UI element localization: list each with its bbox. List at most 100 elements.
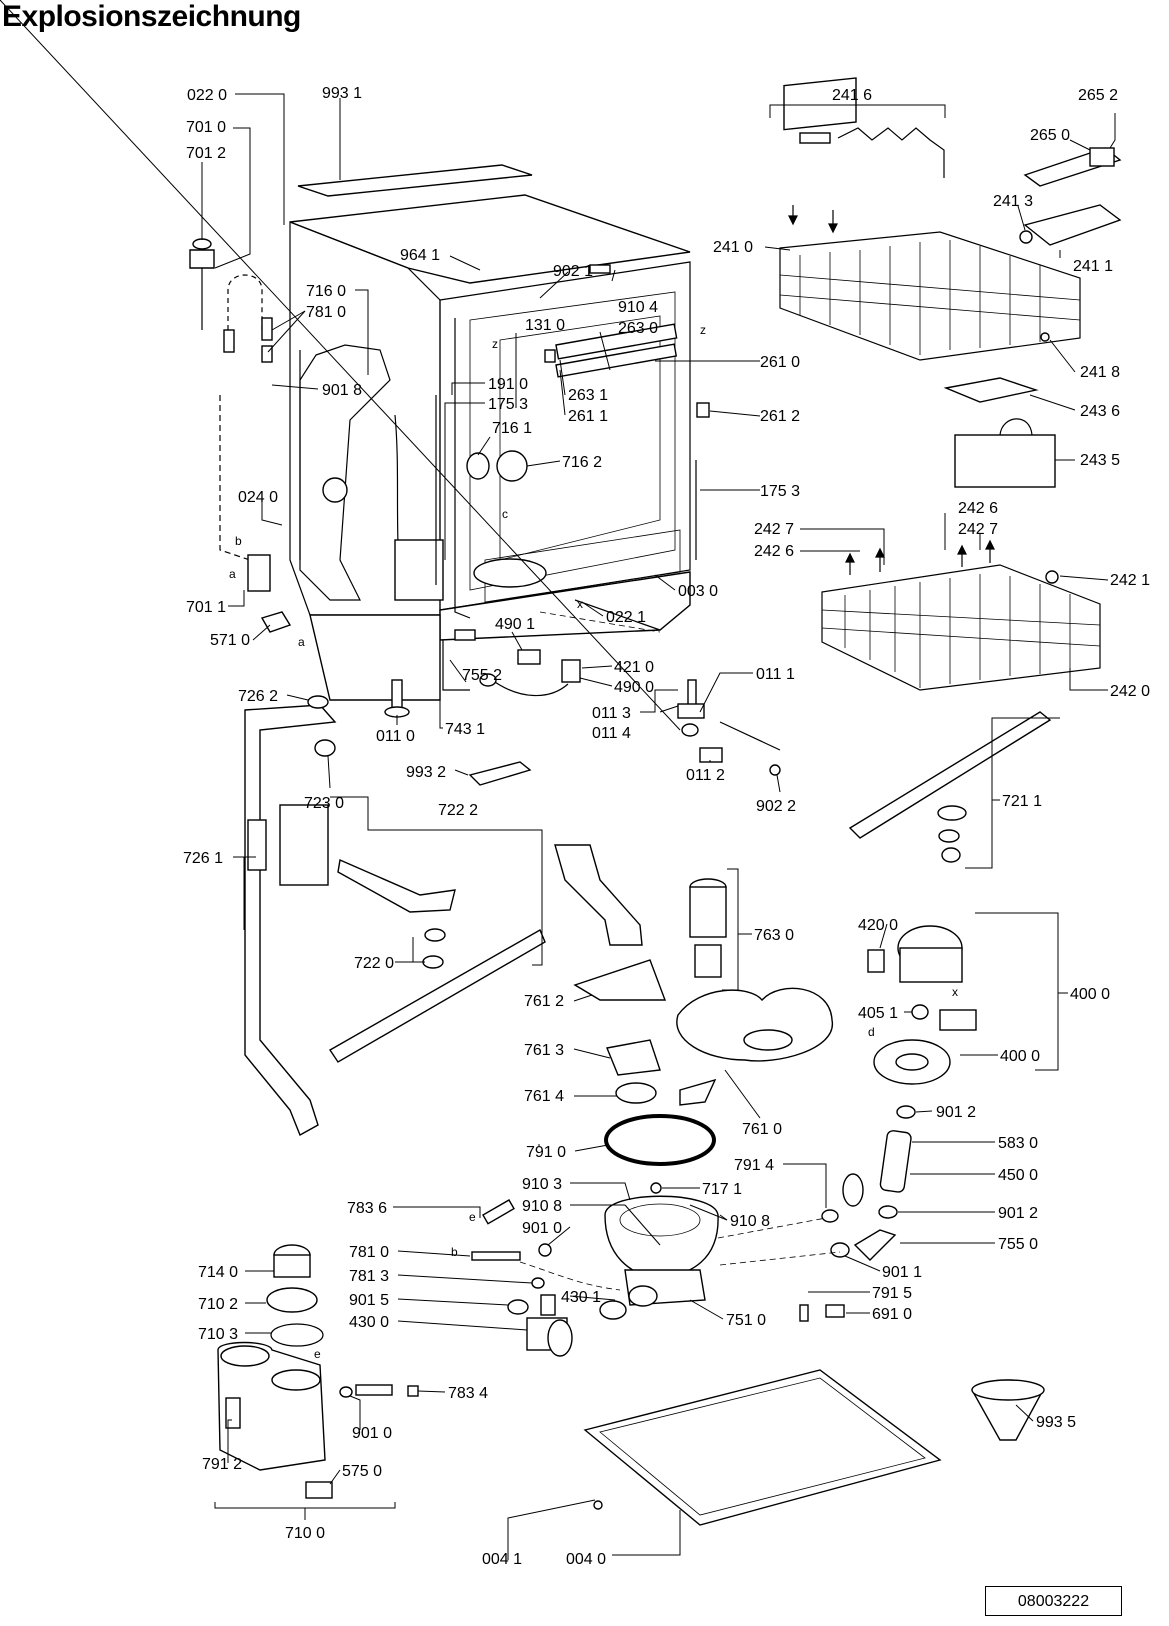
callout: 263 1 (568, 387, 608, 404)
part-clip-781-3 (531, 1277, 545, 1289)
part-dashed-x-route (539, 611, 661, 633)
callout: 701 2 (186, 145, 226, 162)
callout: 265 2 (1078, 87, 1118, 104)
part-seal-small (821, 1209, 839, 1223)
callout: 575 0 (342, 1463, 382, 1480)
part-holder-tab (1089, 147, 1115, 167)
part-clip-top (589, 264, 611, 274)
part-pump-elbow (853, 1229, 897, 1261)
callout: 490 1 (495, 616, 535, 633)
letter-mark: e (314, 1347, 321, 1361)
callout: 710 3 (198, 1326, 238, 1343)
callout: 571 0 (210, 632, 250, 649)
part-sump-bowl (604, 1195, 719, 1279)
letter-mark: d (868, 1025, 875, 1039)
callout: 710 0 (285, 1525, 325, 1542)
callout: 781 0 (349, 1244, 389, 1261)
callout: 901 2 (998, 1205, 1038, 1222)
part-hose-spring-left (223, 329, 235, 353)
part-clip-small (769, 764, 781, 776)
callout: 175 3 (488, 396, 528, 413)
part-tub-opening (439, 261, 691, 611)
part-sump-screw (650, 1182, 662, 1194)
callout: 901 5 (349, 1292, 389, 1309)
part-water-valve (189, 249, 215, 269)
part-hose-plug (407, 1385, 419, 1397)
callout: 450 0 (998, 1167, 1038, 1184)
part-rack-clip (799, 132, 831, 144)
callout: 175 3 (760, 483, 800, 500)
part-tub-top (289, 194, 691, 284)
part-softener-cap (273, 1254, 311, 1278)
callout: 261 2 (760, 408, 800, 425)
callout: 901 8 (322, 382, 362, 399)
part-drain-pump-outlet (540, 1294, 556, 1316)
part-level-sensor (799, 1304, 809, 1322)
callout: 004 1 (482, 1551, 522, 1568)
part-clamp-901-0 (538, 1243, 552, 1257)
callout: 723 0 (304, 795, 344, 812)
part-cup-rack-wire (837, 127, 945, 178)
part-filter-plate (676, 987, 833, 1062)
callout: 901 1 (882, 1264, 922, 1281)
callout: 910 8 (522, 1198, 562, 1215)
part-heater-flange (842, 1173, 864, 1207)
parts-drawing (189, 77, 1122, 1526)
letter-mark: z (700, 323, 706, 337)
callout: 761 0 (742, 1121, 782, 1138)
part-vent-ring (466, 452, 490, 480)
callout: 405 1 (858, 1005, 898, 1022)
part-top-strip (297, 164, 533, 197)
part-cutlery-grid (943, 377, 1039, 403)
part-cable-bracket (442, 640, 470, 691)
part-pipe-nut (314, 739, 336, 757)
part-heater-hose (879, 1130, 912, 1193)
part-hose-route (219, 395, 251, 561)
part-lower-spray-arm (848, 711, 1052, 839)
callout: 024 0 (238, 489, 278, 506)
part-softener-collar (266, 1287, 318, 1313)
callout: 263 0 (618, 320, 658, 337)
part-lower-basket (821, 564, 1101, 691)
callout: 242 1 (1110, 572, 1150, 589)
callout: 490 0 (614, 679, 654, 696)
part-base-screw (593, 1500, 603, 1510)
callout: 400 0 (1070, 986, 1110, 1003)
callout: 400 0 (1000, 1048, 1040, 1065)
callout: 902 1 (553, 263, 593, 280)
callout: 243 5 (1080, 452, 1120, 469)
part-dashed-drain-route (519, 1261, 621, 1291)
part-hose-connector-e (482, 1199, 515, 1225)
callout: 726 1 (183, 850, 223, 867)
callout: 131 0 (525, 317, 565, 334)
part-guide-rail (555, 323, 678, 360)
callout: 717 1 (702, 1181, 742, 1198)
callout: 716 2 (562, 454, 602, 471)
callout: 964 1 (400, 247, 440, 264)
part-mains-cable (491, 679, 569, 697)
callout: 241 1 (1073, 258, 1113, 275)
part-softener-inlet (271, 1369, 321, 1391)
part-base-plate (583, 1369, 942, 1526)
part-drain-pump-head (547, 1319, 573, 1357)
part-spray-supply (337, 858, 456, 913)
part-tub-inner-frame (469, 291, 676, 591)
part-drain-spring (471, 1251, 521, 1261)
part-drain-pipe (554, 844, 643, 946)
part-sump-seal (599, 1300, 627, 1320)
part-level-block (677, 703, 705, 719)
callout: 783 6 (347, 1200, 387, 1217)
callout: 783 4 (448, 1385, 488, 1402)
callout: 910 4 (618, 299, 658, 316)
callout: 003 0 (678, 583, 718, 600)
callout: 791 2 (202, 1456, 242, 1473)
callout: 993 2 (406, 764, 446, 781)
callout: 022 0 (187, 87, 227, 104)
callout: 430 0 (349, 1314, 389, 1331)
callout: 242 7 (754, 521, 794, 538)
part-mains-terminal (517, 649, 541, 665)
letter-mark: c (502, 507, 508, 521)
document-number: 08003222 (985, 1586, 1122, 1616)
callout: 781 0 (306, 304, 346, 321)
